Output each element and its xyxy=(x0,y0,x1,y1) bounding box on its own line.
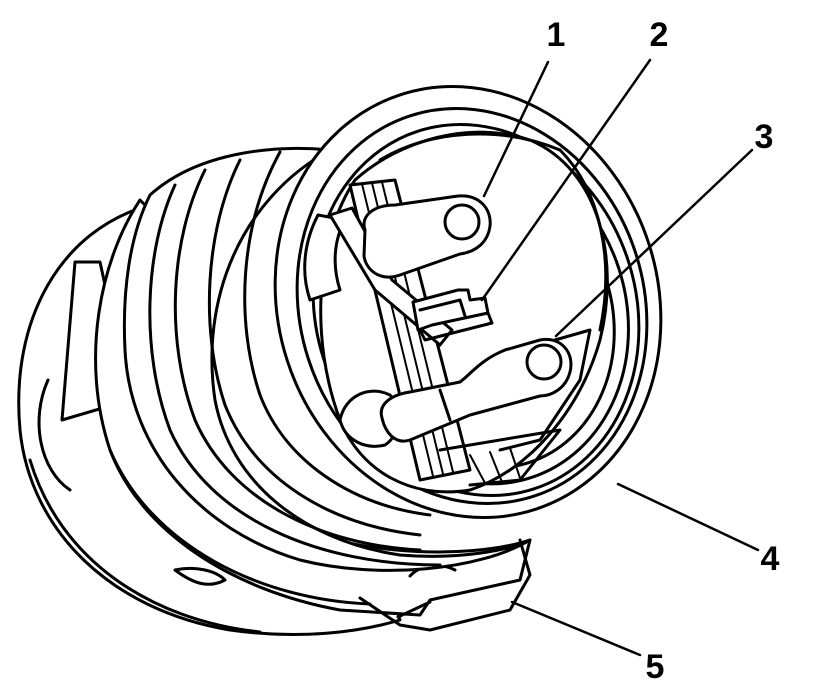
terminal-3 xyxy=(379,337,573,443)
callout-5: 5 xyxy=(646,648,665,686)
leader-line-4 xyxy=(616,482,760,552)
leader-line-3 xyxy=(554,148,754,338)
callout-2: 2 xyxy=(650,16,669,54)
callout-labels: 1 2 3 4 5 xyxy=(547,16,780,686)
callout-3: 3 xyxy=(755,118,774,156)
terminal-2-latch xyxy=(411,288,494,342)
leader-line-5 xyxy=(510,600,642,657)
leader-line-1 xyxy=(482,60,550,198)
callout-4: 4 xyxy=(761,540,780,578)
callout-1: 1 xyxy=(547,16,566,54)
leader-line-2 xyxy=(480,58,652,302)
leader-lines xyxy=(480,58,760,657)
ribbed-body xyxy=(122,146,532,572)
